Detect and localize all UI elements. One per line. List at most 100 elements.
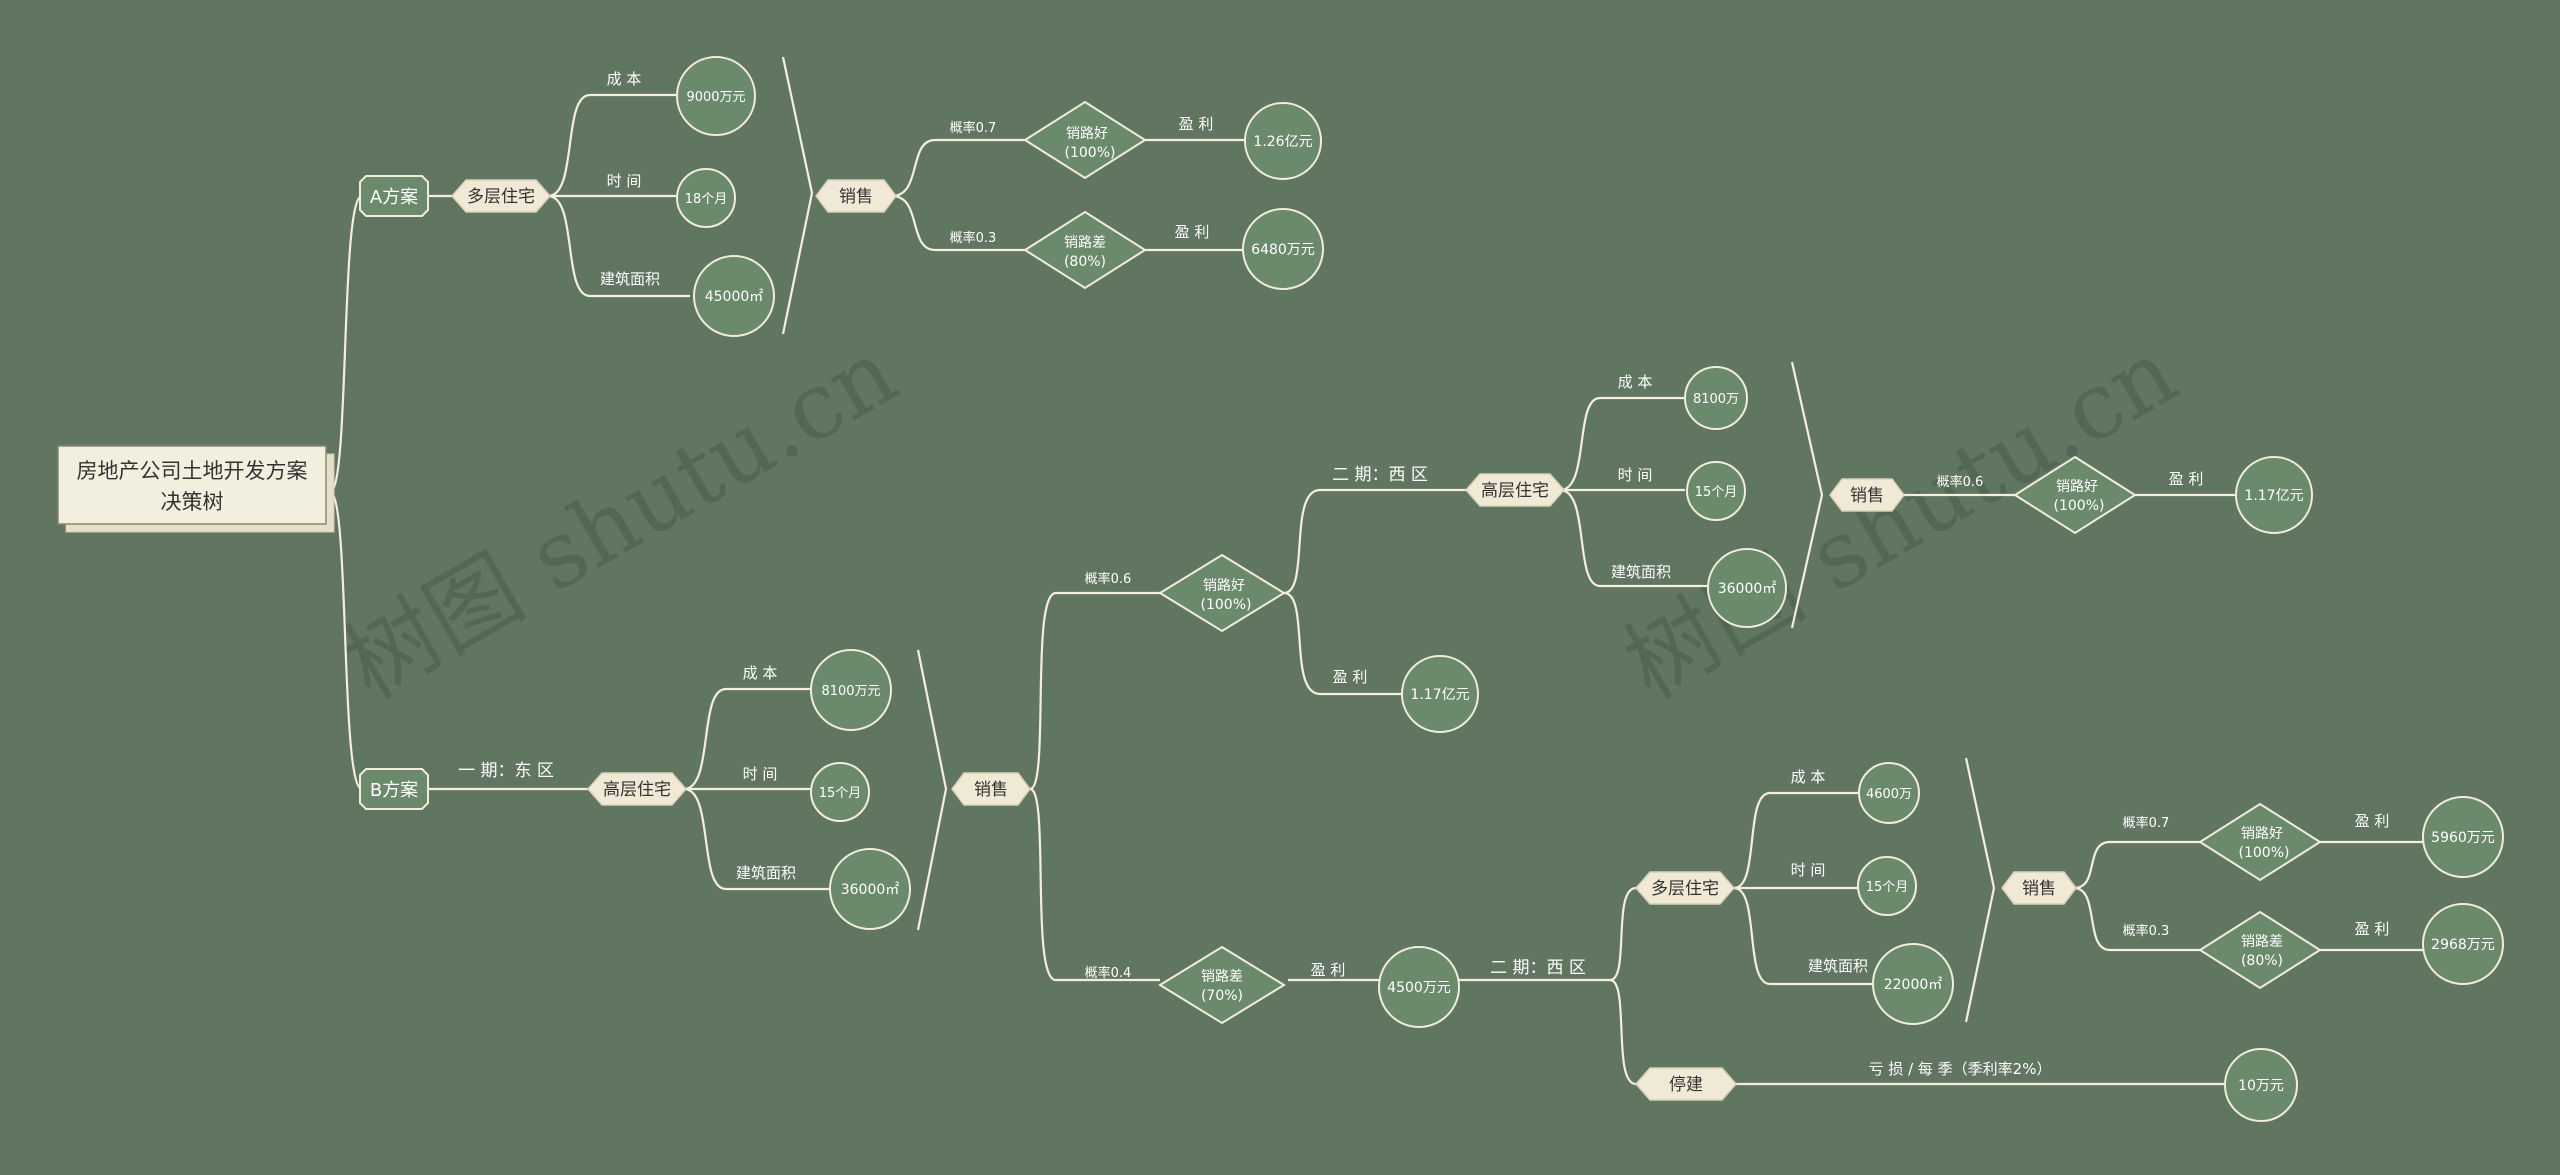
svg-text:销路好: 销路好 xyxy=(2241,826,2283,842)
plan-a-time-label: 时 间 xyxy=(607,172,642,190)
connectors xyxy=(328,56,2424,1086)
plan-b-building-node[interactable]: 高层住宅 xyxy=(587,772,687,806)
svg-text:销路差: 销路差 xyxy=(1201,969,1243,985)
plan-b-good-diamond[interactable]: 销路好 (100%) xyxy=(1158,553,1286,633)
svg-text:1.26亿元: 1.26亿元 xyxy=(1253,134,1312,150)
plan-a-good-profit-circle[interactable]: 1.26亿元 xyxy=(1244,102,1322,180)
west-bad-cost-circle[interactable]: 4600万 xyxy=(1858,762,1920,824)
svg-text:A方案: A方案 xyxy=(370,187,418,208)
svg-text:销路差: 销路差 xyxy=(1064,235,1106,251)
plan-a-sale-node[interactable]: 销售 xyxy=(815,179,897,213)
svg-text:10万元: 10万元 xyxy=(2238,1078,2284,1094)
svg-text:15个月: 15个月 xyxy=(819,786,862,801)
west-bad-good-prob: 概率0.7 xyxy=(2123,815,2170,831)
svg-text:45000㎡: 45000㎡ xyxy=(705,289,764,305)
svg-text:22000㎡: 22000㎡ xyxy=(1884,977,1943,993)
west-bad-good-profit-label: 盈 利 xyxy=(2355,812,2390,830)
west-bad-bad-diamond[interactable]: 销路差 (80%) xyxy=(2198,910,2322,990)
west-good-time-circle[interactable]: 15个月 xyxy=(1686,461,1746,521)
plan-b-good-profit-circle[interactable]: 1.17亿元 xyxy=(1401,655,1479,733)
west-good-building-node[interactable]: 高层住宅 xyxy=(1465,473,1565,507)
west-bad-good-diamond[interactable]: 销路好 (100%) xyxy=(2198,802,2322,882)
svg-text:1.17亿元: 1.17亿元 xyxy=(2244,488,2303,504)
loss-circle[interactable]: 10万元 xyxy=(2224,1048,2298,1122)
svg-text:5960万元: 5960万元 xyxy=(2431,830,2495,846)
svg-text:1.17亿元: 1.17亿元 xyxy=(1410,687,1469,703)
west-bad-phase-label: 二 期：西 区 xyxy=(1490,958,1586,978)
west-bad-sale-node[interactable]: 销售 xyxy=(2001,871,2077,905)
plan-a-cost-label: 成 本 xyxy=(607,70,642,88)
plan-b-cost-circle[interactable]: 8100万元 xyxy=(810,649,892,731)
plan-a-bad-profit-label: 盈 利 xyxy=(1175,223,1210,241)
west-bad-good-profit-circle[interactable]: 5960万元 xyxy=(2422,796,2504,878)
svg-text:(100%): (100%) xyxy=(1065,145,1116,161)
root-node[interactable]: 房地产公司土地开发方案 决策树 xyxy=(57,445,335,533)
plan-a-cost-circle[interactable]: 9000万元 xyxy=(676,56,756,136)
plan-a-bad-prob: 概率0.3 xyxy=(950,230,997,246)
svg-text:(70%): (70%) xyxy=(1201,988,1243,1004)
plan-a-bad-diamond[interactable]: 销路差 (80%) xyxy=(1023,210,1147,290)
plan-b-bad-profit-label: 盈 利 xyxy=(1311,961,1346,979)
svg-text:36000㎡: 36000㎡ xyxy=(841,882,900,898)
west-good-time-label: 时 间 xyxy=(1618,466,1653,484)
svg-text:多层住宅: 多层住宅 xyxy=(467,187,535,207)
plan-b-bad-diamond[interactable]: 销路差 (70%) xyxy=(1158,945,1286,1025)
svg-text:销售: 销售 xyxy=(1850,486,1884,506)
svg-text:销售: 销售 xyxy=(2022,879,2056,899)
svg-text:销路好: 销路好 xyxy=(1066,126,1108,142)
svg-text:(100%): (100%) xyxy=(2239,845,2290,861)
root-title-line1: 房地产公司土地开发方案 xyxy=(77,459,308,483)
svg-text:停建: 停建 xyxy=(1669,1075,1703,1095)
root-title-line2: 决策树 xyxy=(161,490,224,514)
plan-b-bad-profit-circle[interactable]: 4500万元 xyxy=(1378,946,1460,1028)
svg-text:6480万元: 6480万元 xyxy=(1251,242,1315,258)
svg-text:B方案: B方案 xyxy=(370,780,418,801)
plan-a-bad-profit-circle[interactable]: 6480万元 xyxy=(1242,208,1324,290)
plan-b-cost-label: 成 本 xyxy=(743,664,778,682)
plan-b-good-prob: 概率0.6 xyxy=(1085,571,1132,587)
plan-b-area-circle[interactable]: 36000㎡ xyxy=(829,848,911,930)
svg-text:8100万: 8100万 xyxy=(1693,392,1739,407)
plan-a-building-node[interactable]: 多层住宅 xyxy=(451,179,551,213)
west-good-cost-circle[interactable]: 8100万 xyxy=(1684,366,1748,430)
svg-text:销路好: 销路好 xyxy=(1203,578,1245,594)
svg-text:(80%): (80%) xyxy=(2241,953,2283,969)
svg-text:销售: 销售 xyxy=(974,780,1008,800)
west-good-profit-circle[interactable]: 1.17亿元 xyxy=(2235,456,2313,534)
plan-b-bad-prob: 概率0.4 xyxy=(1085,965,1132,981)
plan-a-node[interactable]: A方案 xyxy=(359,175,429,217)
svg-text:15个月: 15个月 xyxy=(1866,880,1909,895)
svg-text:2968万元: 2968万元 xyxy=(2431,937,2495,953)
plan-a-area-circle[interactable]: 45000㎡ xyxy=(693,255,775,337)
west-bad-time-circle[interactable]: 15个月 xyxy=(1857,856,1917,916)
west-bad-bad-profit-circle[interactable]: 2968万元 xyxy=(2422,903,2504,985)
svg-text:高层住宅: 高层住宅 xyxy=(1481,481,1549,501)
plan-a-time-circle[interactable]: 18个月 xyxy=(676,168,736,228)
west-good-diamond[interactable]: 销路好 (100%) xyxy=(2013,455,2137,535)
svg-text:8100万元: 8100万元 xyxy=(821,684,880,699)
west-good-prob: 概率0.6 xyxy=(1937,474,1984,490)
svg-text:4600万: 4600万 xyxy=(1866,787,1912,802)
plan-a-good-diamond[interactable]: 销路好 (100%) xyxy=(1023,100,1147,180)
plan-b-sale-node[interactable]: 销售 xyxy=(951,772,1031,806)
svg-text:36000㎡: 36000㎡ xyxy=(1718,581,1777,597)
stop-node[interactable]: 停建 xyxy=(1635,1067,1737,1101)
svg-text:18个月: 18个月 xyxy=(685,192,728,207)
west-bad-bad-profit-label: 盈 利 xyxy=(2355,920,2390,938)
west-good-sale-node[interactable]: 销售 xyxy=(1829,478,1905,512)
svg-text:销路好: 销路好 xyxy=(2056,479,2098,495)
west-good-area-circle[interactable]: 36000㎡ xyxy=(1707,548,1787,628)
plan-b-node[interactable]: B方案 xyxy=(359,768,429,810)
west-bad-bad-prob: 概率0.3 xyxy=(2123,923,2170,939)
plan-a-good-prob: 概率0.7 xyxy=(950,120,997,136)
plan-a-good-profit-label: 盈 利 xyxy=(1179,115,1214,133)
svg-text:(100%): (100%) xyxy=(2054,498,2105,514)
plan-b-time-circle[interactable]: 15个月 xyxy=(810,762,870,822)
plan-b-phase1-label: 一 期：东 区 xyxy=(458,761,554,781)
west-bad-building-node[interactable]: 多层住宅 xyxy=(1635,871,1735,905)
svg-text:销路差: 销路差 xyxy=(2241,934,2283,950)
west-bad-area-circle[interactable]: 22000㎡ xyxy=(1872,943,1954,1025)
svg-text:(100%): (100%) xyxy=(1201,597,1252,613)
west-good-cost-label: 成 本 xyxy=(1618,373,1653,391)
svg-text:销售: 销售 xyxy=(839,187,873,207)
